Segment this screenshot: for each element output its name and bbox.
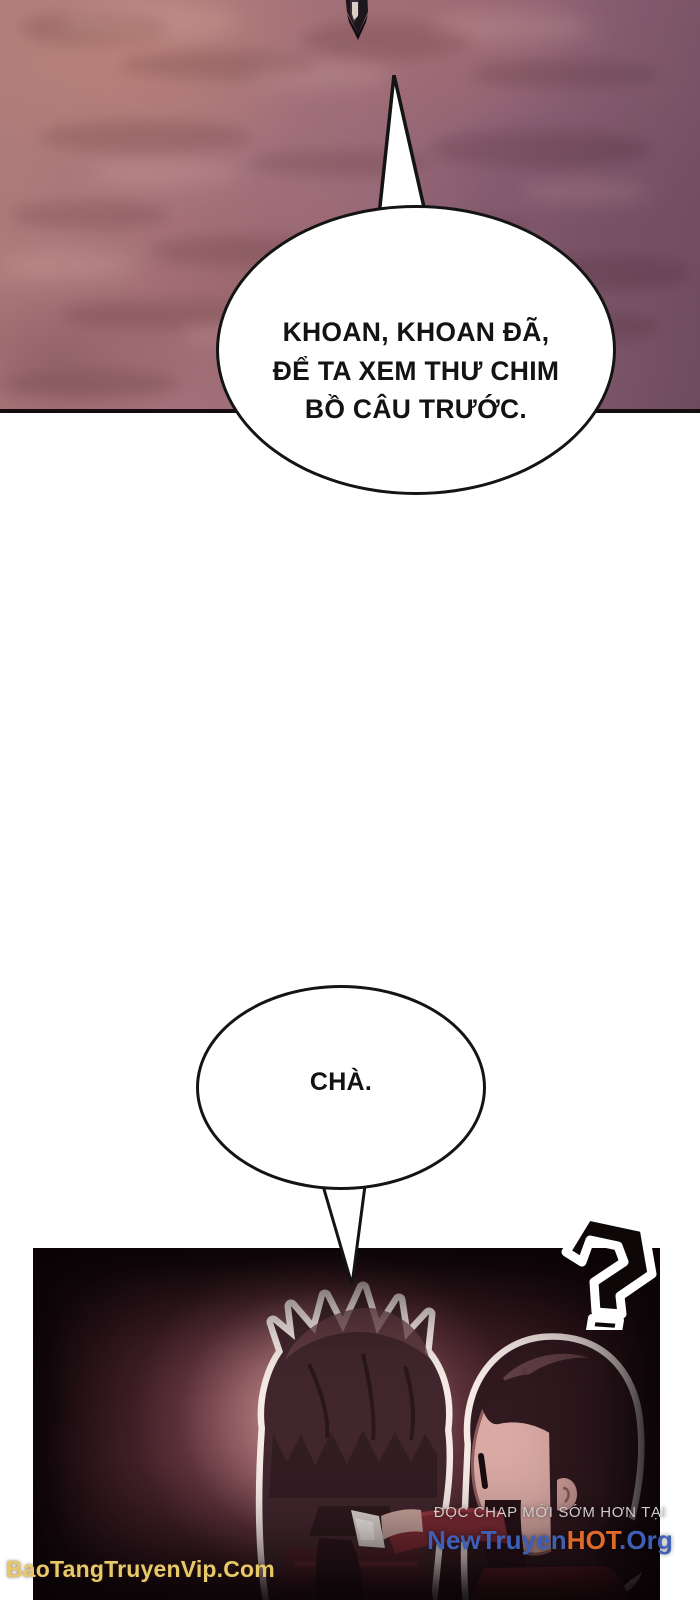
blade-icon: [345, 0, 368, 40]
bubble-line-1: KHOAN, KHOAN ĐÃ,: [282, 317, 550, 347]
comic-panel-bottom: [33, 1248, 660, 1600]
watermark-tagline: ĐỌC CHAP MỚI SỚM HƠN TẠI: [433, 1504, 667, 1521]
character-woman: [460, 1333, 650, 1600]
speech-bubble-body: [196, 985, 486, 1190]
bubble-line-2: ĐỂ TA XEM THƯ CHIM: [272, 355, 560, 386]
bubble-line-3: BỒ CÂU TRƯỚC.: [304, 394, 528, 425]
speech-bubble-text: KHOAN, KHOAN ĐÃ, ĐỂ TA XEM THƯ CHIM BỒ C…: [216, 313, 616, 429]
characters-illustration: [255, 1281, 650, 1600]
speech-bubble-tail-up: [376, 75, 430, 225]
speech-bubble-primary: KHOAN, KHOAN ĐÃ, ĐỂ TA XEM THƯ CHIM BỒ C…: [216, 75, 616, 495]
reaching-arm: [381, 1507, 509, 1554]
watermark-bottom-right: ĐỌC CHAP MỚI SỚM HƠN TẠI NewTruyenHOT.Or…: [416, 1504, 684, 1556]
speech-bubble-secondary: CHÀ.: [196, 985, 486, 1285]
watermark-site-part1: NewTruyen: [427, 1525, 567, 1555]
speech-bubble-text: CHÀ.: [309, 1068, 373, 1096]
watermark-site-name: NewTruyenHOT.Org: [416, 1525, 684, 1556]
watermark-site-part3: .Org: [619, 1525, 673, 1555]
watermark-bottom-left: BaoTangTruyenVip.Com: [6, 1556, 275, 1582]
watermark-site-part2: HOT: [566, 1525, 620, 1555]
question-mark-icon: [561, 1211, 657, 1330]
